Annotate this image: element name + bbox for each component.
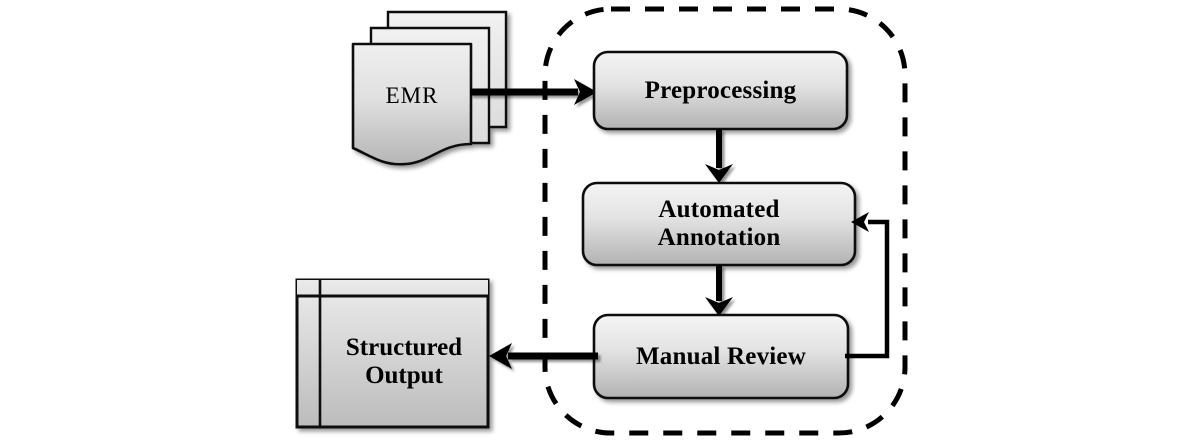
connector-review-to-output	[489, 343, 598, 369]
connector-preprocessing-to-annotation	[705, 129, 733, 183]
table-header-row	[297, 280, 488, 296]
emr-sheet-front	[351, 42, 473, 166]
connector-review-feedback-to-annotation	[845, 212, 890, 359]
step-box-manual-review[interactable]	[592, 313, 850, 400]
emr-document-stack	[351, 10, 508, 166]
pipeline-boundary	[542, 6, 908, 436]
structured-output-table	[295, 278, 490, 429]
connector-emr-to-preprocessing	[470, 79, 597, 105]
table-body	[295, 278, 490, 429]
step-box-preprocessing[interactable]	[592, 50, 849, 131]
connector-annotation-to-review	[705, 265, 733, 316]
step-box-automated-annotation[interactable]	[581, 181, 857, 267]
